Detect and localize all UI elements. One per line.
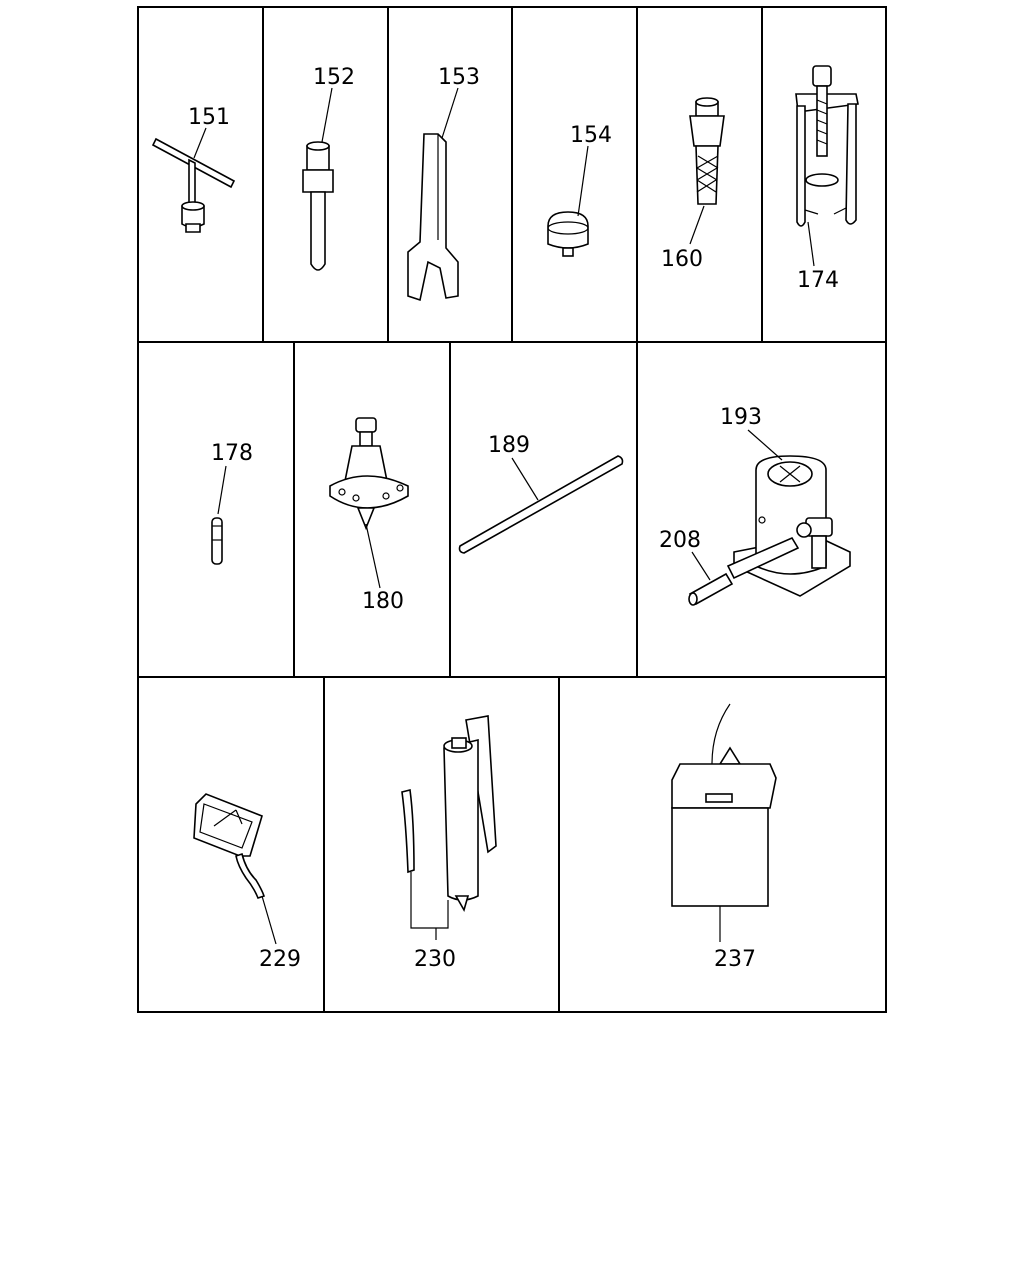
flange-installer-icon <box>329 417 409 531</box>
part-label-178: 178 <box>211 441 253 466</box>
knurled-handle-tool-icon <box>689 97 725 205</box>
leader-154 <box>577 145 589 217</box>
part-label-189: 189 <box>488 433 530 458</box>
leader-174 <box>807 221 815 267</box>
part-label-153: 153 <box>438 65 480 90</box>
battery-charger-icon <box>671 703 777 907</box>
bearing-puller-icon <box>795 65 859 227</box>
part-label-152: 152 <box>313 65 355 90</box>
round-cap-icon <box>547 211 589 257</box>
jack-handle-icon <box>688 536 800 606</box>
part-label-229: 229 <box>259 947 301 972</box>
bottle-jack-icon <box>733 455 851 597</box>
open-end-spanner-icon <box>407 133 459 302</box>
leader-152 <box>321 87 333 143</box>
leader-180 <box>365 523 381 589</box>
leader-193 <box>747 429 783 461</box>
leader-160 <box>689 205 705 245</box>
pin-punch-icon <box>302 141 334 271</box>
leader-230 <box>410 872 449 940</box>
part-label-154: 154 <box>570 123 612 148</box>
part-label-193: 193 <box>720 405 762 430</box>
part-label-151: 151 <box>188 105 230 130</box>
leader-153 <box>441 87 459 139</box>
leader-208 <box>691 551 711 581</box>
leader-178 <box>217 465 227 515</box>
part-label-174: 174 <box>797 268 839 293</box>
leader-229 <box>261 895 277 945</box>
leader-151 <box>193 127 207 159</box>
t-handle-socket-wrench-icon <box>151 137 236 233</box>
part-label-208: 208 <box>659 528 701 553</box>
grease-gun-icon <box>401 715 497 913</box>
hand-lamp-icon <box>193 793 266 899</box>
part-label-237: 237 <box>714 947 756 972</box>
part-label-160: 160 <box>661 247 703 272</box>
dowel-pin-icon <box>211 517 223 565</box>
diagram-grid <box>137 6 887 1013</box>
part-label-230: 230 <box>414 947 456 972</box>
part-label-180: 180 <box>362 589 404 614</box>
leader-189 <box>511 457 539 501</box>
straight-rod-icon <box>458 455 624 554</box>
